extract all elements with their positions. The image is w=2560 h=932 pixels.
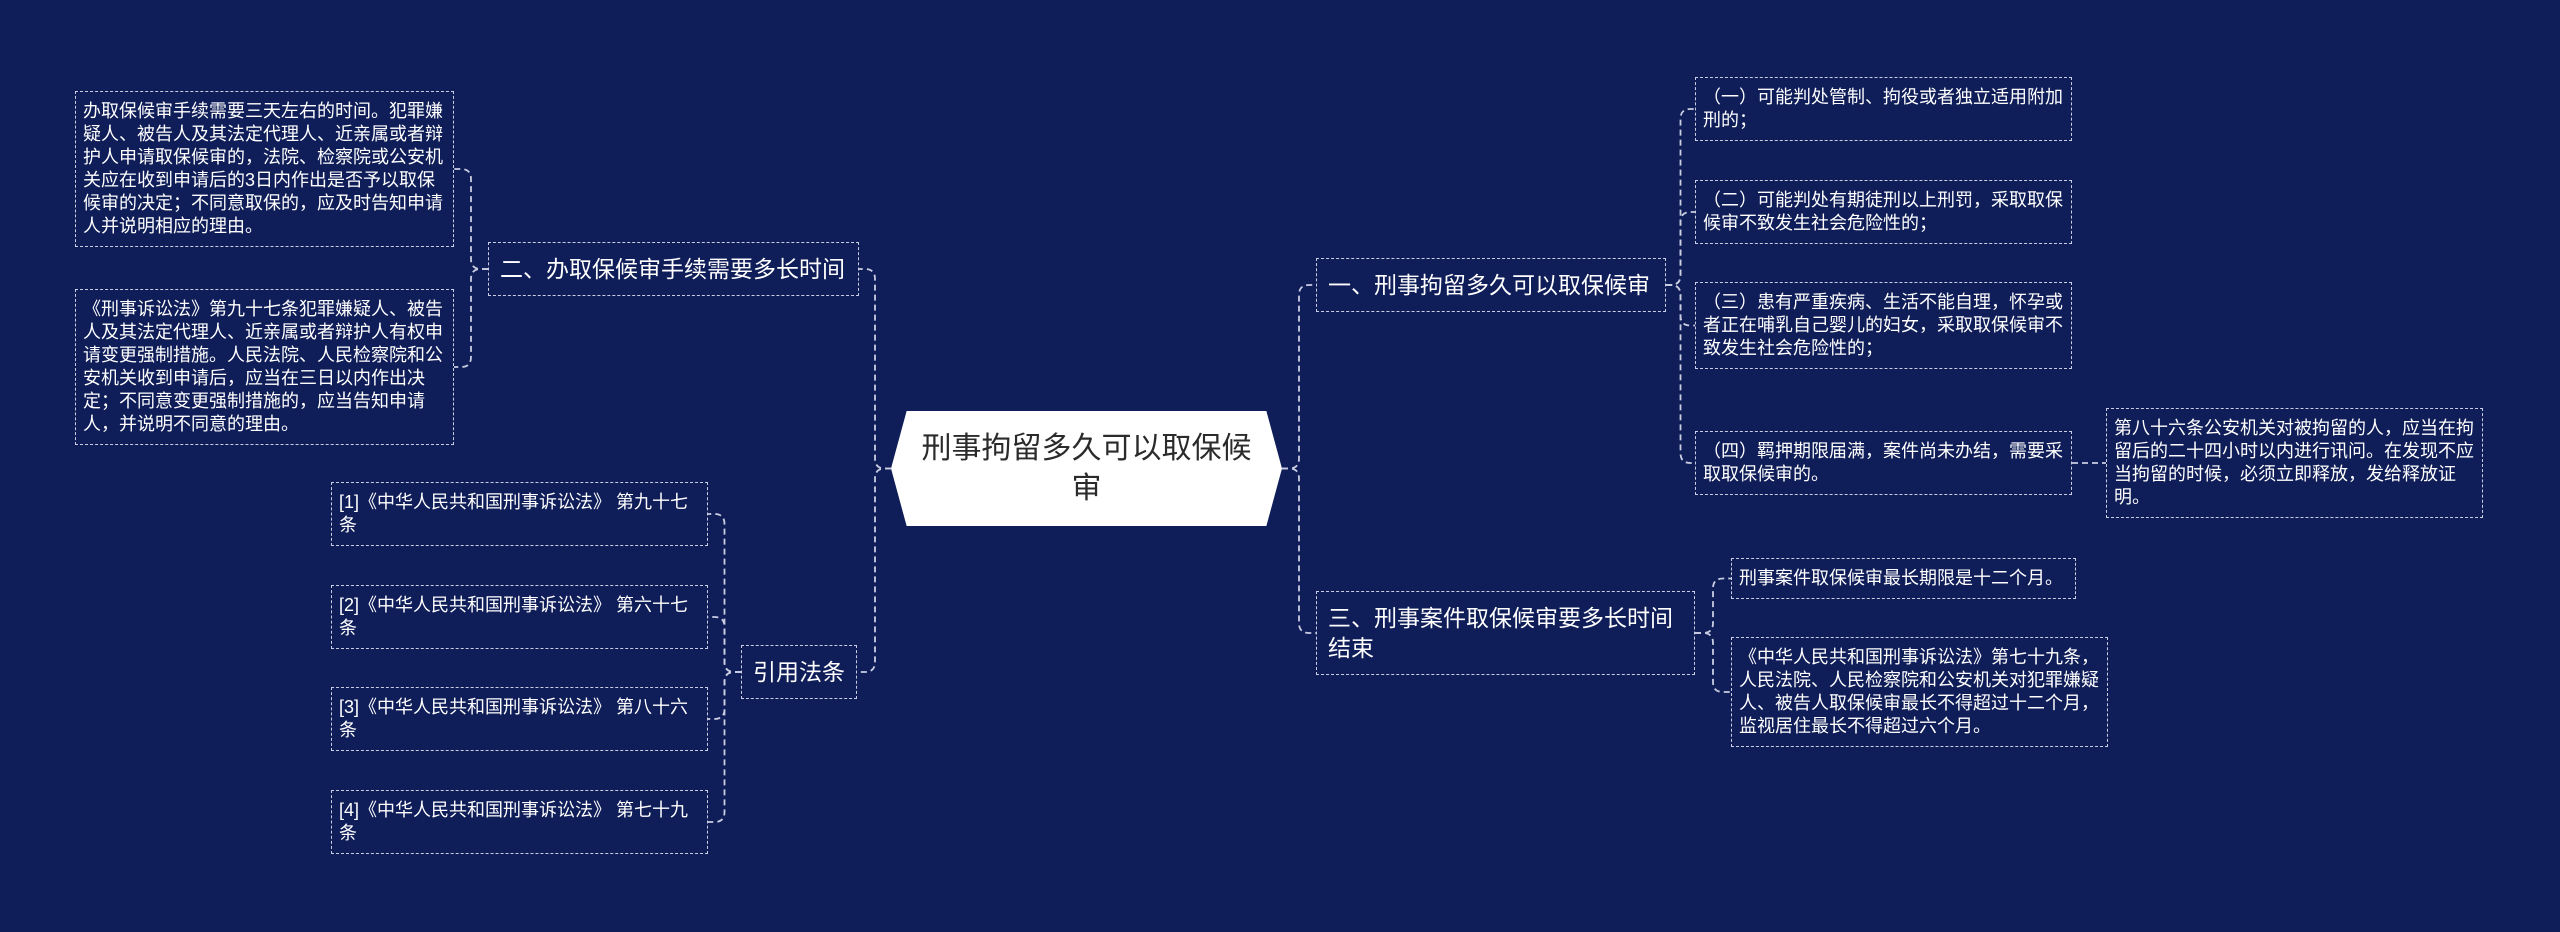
root-topic[interactable]: 刑事拘留多久可以取保候审 <box>891 411 1282 526</box>
citation-node[interactable]: [4]《中华人民共和国刑事诉讼法》 第七十九条 <box>331 790 708 854</box>
subtopic-node[interactable]: （一）可能判处管制、拘役或者独立适用附加刑的； <box>1695 77 2072 141</box>
connector-line <box>1282 284 1316 470</box>
connector-line <box>1666 284 1695 327</box>
branch-bail-procedure-time[interactable]: 二、办取保候审手续需要多长时间 <box>488 242 859 296</box>
connector-line <box>1695 577 1731 634</box>
connector-line <box>454 168 488 270</box>
connector-line <box>859 268 891 470</box>
subtopic-node[interactable]: （四）羁押期限届满，案件尚未办结，需要采取取保候审的。 <box>1695 431 2072 495</box>
citation-node[interactable]: [3]《中华人民共和国刑事诉讼法》 第八十六条 <box>331 687 708 751</box>
root-topic-label: 刑事拘留多久可以取保候审 <box>921 431 1252 505</box>
connector-line <box>857 467 891 673</box>
connector-line <box>708 616 741 673</box>
connector-line <box>1666 211 1695 286</box>
subtopic-node[interactable]: 办取保候审手续需要三天左右的时间。犯罪嫌疑人、被告人及其法定代理人、近亲属或者辩… <box>75 91 454 247</box>
branch-bail-duration[interactable]: 三、刑事案件取保候审要多长时间结束 <box>1316 591 1695 675</box>
connector-line <box>1666 108 1695 286</box>
subtopic-node[interactable]: 刑事案件取保候审最长期限是十二个月。 <box>1731 558 2076 599</box>
citation-node[interactable]: [2]《中华人民共和国刑事诉讼法》 第六十七条 <box>331 585 708 649</box>
subtopic-node[interactable]: 《中华人民共和国刑事诉讼法》第七十九条，人民法院、人民检察院和公安机关对犯罪嫌疑… <box>1731 637 2108 747</box>
connector-line <box>708 513 741 673</box>
subtopic-node[interactable]: （三）患有严重疾病、生活不能自理，怀孕或者正在哺乳自己婴儿的妇女，采取取保候审不… <box>1695 282 2072 369</box>
connector-line <box>708 671 741 720</box>
subtopic-node[interactable]: （二）可能判处有期徒刑以上刑罚，采取取保候审不致发生社会危险性的； <box>1695 180 2072 244</box>
subtopic-node[interactable]: 《刑事诉讼法》第九十七条犯罪嫌疑人、被告人及其法定代理人、近亲属或者辩护人有权申… <box>75 289 454 445</box>
connector-line <box>1695 632 1731 693</box>
connector-line <box>1666 284 1695 464</box>
citation-node[interactable]: [1]《中华人民共和国刑事诉讼法》 第九十七条 <box>331 482 708 546</box>
subtopic-node-article-86[interactable]: 第八十六条公安机关对被拘留的人，应当在拘留后的二十四小时以内进行讯问。在发现不应… <box>2106 408 2483 518</box>
connector-line <box>454 268 488 368</box>
branch-cited-laws[interactable]: 引用法条 <box>741 645 857 699</box>
connector-line <box>1282 467 1316 634</box>
connector-line <box>708 671 741 823</box>
branch-bail-eligibility[interactable]: 一、刑事拘留多久可以取保候审 <box>1316 258 1666 312</box>
